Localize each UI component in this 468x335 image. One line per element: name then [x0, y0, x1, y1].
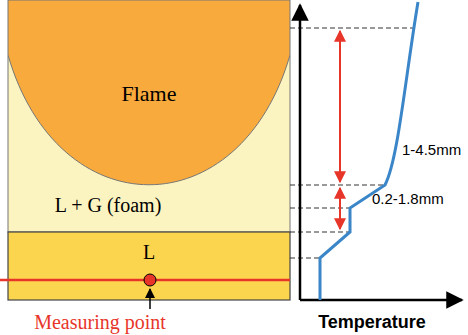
flame-region: Flame — [8, 0, 290, 190]
height-axis — [299, 5, 302, 300]
flame-height-arrow — [339, 31, 341, 182]
dimension-label: 1-4.5mm — [402, 142, 461, 157]
liquid-band — [8, 232, 290, 300]
region-label: L — [143, 241, 155, 263]
pointer-arrow — [149, 289, 151, 309]
foam-region — [8, 0, 290, 232]
temperature-axis — [300, 299, 462, 302]
liquid-band-label: L — [8, 232, 290, 300]
measuring-point-label: Measuring point — [34, 312, 166, 332]
axis-label: Temperature — [318, 313, 426, 331]
region-label: L + G (foam) — [55, 194, 162, 216]
dimension-label: 0.2-1.8mm — [372, 191, 444, 206]
region-label: Flame — [122, 82, 177, 106]
flame-outline — [8, 0, 290, 185]
foam-thickness-arrow — [339, 188, 341, 229]
measuring-dot — [144, 274, 156, 286]
